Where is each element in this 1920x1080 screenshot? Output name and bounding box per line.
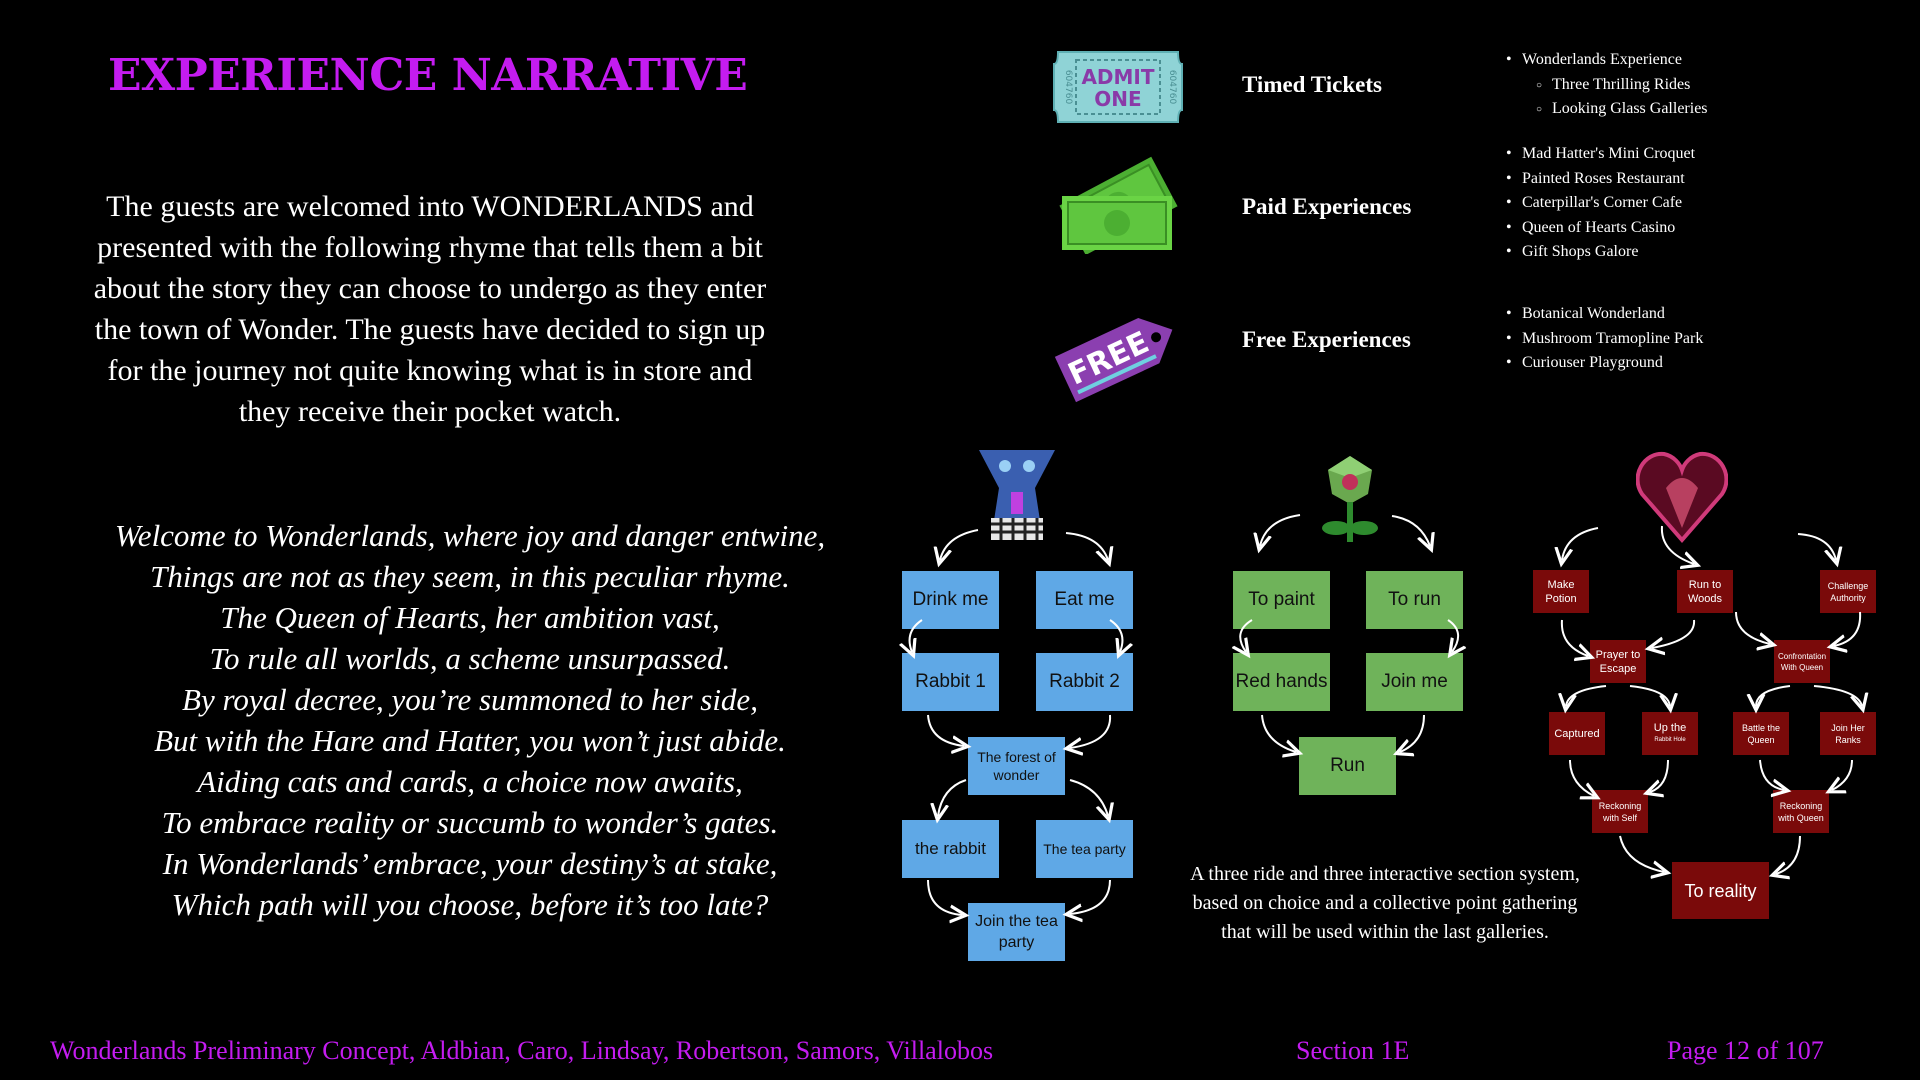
up-the-label: Up the — [1653, 721, 1687, 734]
ticket-line2: ONE — [1094, 87, 1141, 111]
ticket-serial-right: 604760 — [1167, 70, 1177, 105]
footer-credits: Wonderlands Preliminary Concept, Aldbian… — [50, 1036, 994, 1065]
rhyme-line: To embrace reality or succumb to wonder’… — [161, 805, 779, 840]
flow-box-battle-queen: Battle the Queen — [1733, 712, 1789, 755]
flow-box-reckoning-self: Reckoning with Self — [1592, 790, 1648, 833]
list-item: Gift Shops Galore — [1506, 240, 1695, 265]
flow-box-make-potion: Make Potion — [1533, 570, 1589, 613]
rose-illustration — [1322, 456, 1378, 542]
flow-box-up-the-rabbit-hole: Up the Rabbit Hole — [1642, 712, 1698, 755]
list-item: Caterpillar's Corner Cafe — [1506, 191, 1695, 216]
flow-box-eat-me: Eat me — [1036, 571, 1133, 629]
flow-box-run: Run — [1299, 737, 1396, 795]
ticket-line1: ADMIT — [1081, 65, 1154, 89]
free-list: Botanical Wonderland Mushroom Tramopline… — [1506, 302, 1703, 376]
money-icon — [1059, 156, 1178, 254]
list-subitem: Three Thrilling Rides — [1506, 73, 1708, 97]
rhyme-line: But with the Hare and Hatter, you won’t … — [154, 723, 786, 758]
category-timed-label: Timed Tickets — [1242, 72, 1382, 97]
category-paid-label: Paid Experiences — [1242, 194, 1412, 219]
rhyme-line: By royal decree, you’re summoned to her … — [182, 682, 758, 717]
flow-box-to-run: To run — [1366, 571, 1463, 629]
flow-box-confrontation: Confrontation With Queen — [1774, 640, 1830, 683]
flow-box-drink-me: Drink me — [902, 571, 999, 629]
flow-box-captured: Captured — [1549, 712, 1605, 755]
flow-box-to-reality: To reality — [1672, 862, 1769, 919]
flow-box-join-tea-party: Join the tea party — [968, 903, 1065, 961]
flow-box-rabbit-1: Rabbit 1 — [902, 653, 999, 711]
flow-box-forest: The forest of wonder — [968, 737, 1065, 795]
list-item: Painted Roses Restaurant — [1506, 167, 1695, 192]
flow-box-red-hands: Red hands — [1233, 653, 1330, 711]
flow-box-reckoning-queen: Reckoning with Queen — [1773, 790, 1829, 833]
free-tag-icon: FREE — [1054, 317, 1173, 403]
flow-box-join-ranks: Join Her Ranks — [1820, 712, 1876, 755]
list-item: Queen of Hearts Casino — [1506, 216, 1695, 241]
list-item: Mad Hatter's Mini Croquet — [1506, 142, 1695, 167]
rhyme-line: Welcome to Wonderlands, where joy and da… — [114, 518, 826, 553]
list-item: Curiouser Playground — [1506, 351, 1703, 376]
rhyme: Welcome to Wonderlands, where joy and da… — [70, 515, 870, 925]
heart-illustration — [1636, 451, 1728, 544]
footer-section: Section 1E — [1296, 1036, 1410, 1065]
rhyme-line: The Queen of Hearts, her ambition vast, — [220, 600, 720, 635]
rhyme-line: Which path will you choose, before it’s … — [171, 887, 769, 922]
flow-box-tea-party: The tea party — [1036, 820, 1133, 878]
ticket-icon: ADMIT ONE 604760 604760 — [1053, 51, 1183, 123]
category-free-label: Free Experiences — [1242, 327, 1411, 352]
intro-paragraph: The guests are welcomed into WONDERLANDS… — [93, 190, 767, 428]
list-item: Botanical Wonderland — [1506, 302, 1703, 327]
ticket-serial-left: 604760 — [1063, 70, 1073, 105]
rhyme-line: To rule all worlds, a scheme unsurpassed… — [209, 641, 731, 676]
page-title: EXPERIENCE NARRATIVE — [108, 50, 748, 101]
flow-box-to-paint: To paint — [1233, 571, 1330, 629]
timed-list: Wonderlands Experience Three Thrilling R… — [1506, 48, 1708, 122]
system-description: A three ride and three interactive secti… — [1190, 863, 1580, 943]
flow-box-rabbit-2: Rabbit 2 — [1036, 653, 1133, 711]
rhyme-line: In Wonderlands’ embrace, your destiny’s … — [162, 846, 778, 881]
rhyme-line: Things are not as they seem, in this pec… — [150, 559, 790, 594]
rhyme-line: Aiding cats and cards, a choice now awai… — [197, 764, 743, 799]
list-item: Mushroom Tramopline Park — [1506, 327, 1703, 352]
flow-box-join-me: Join me — [1366, 653, 1463, 711]
flow-box-the-rabbit: the rabbit — [902, 820, 999, 878]
paid-list: Mad Hatter's Mini Croquet Painted Roses … — [1506, 142, 1695, 265]
flow-box-challenge-authority: Challenge Authority — [1820, 570, 1876, 613]
drink-me-bottle-illustration — [979, 450, 1055, 540]
flow-box-run-to-woods: Run to Woods — [1677, 570, 1733, 613]
list-subitem: Looking Glass Galleries — [1506, 97, 1708, 122]
rabbit-hole-label: Rabbit Hole — [1654, 736, 1686, 743]
flow-box-prayer-to-escape: Prayer to Escape — [1590, 640, 1646, 683]
footer-page-number: Page 12 of 107 — [1667, 1036, 1824, 1065]
list-item: Wonderlands Experience — [1506, 48, 1708, 73]
